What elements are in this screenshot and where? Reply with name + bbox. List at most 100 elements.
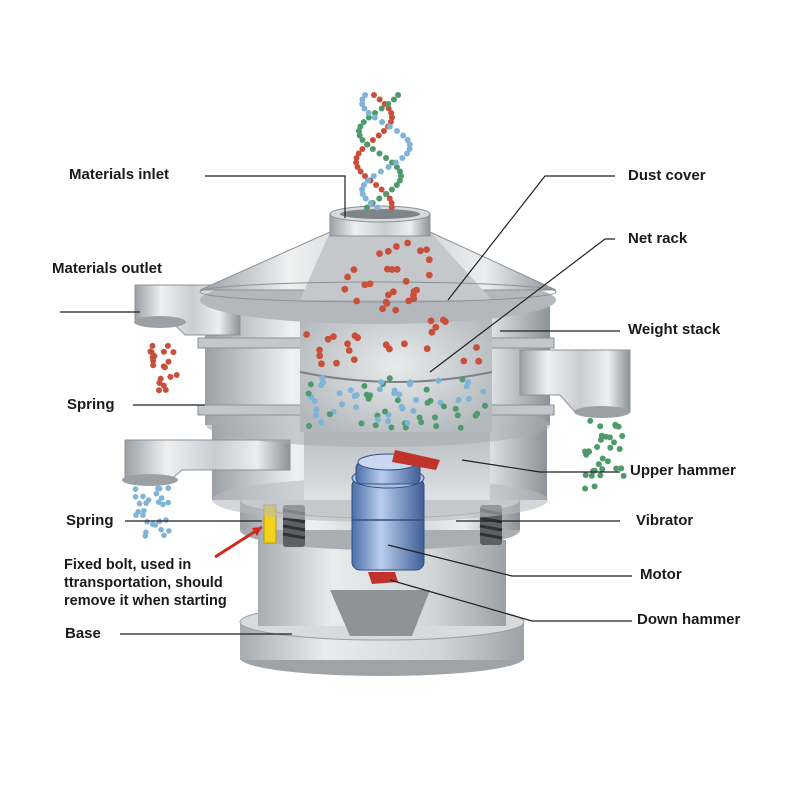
particle <box>619 433 626 439</box>
label-materials-inlet: Materials inlet <box>69 166 170 183</box>
particle <box>361 105 368 112</box>
particle <box>427 317 435 325</box>
particle <box>367 200 374 206</box>
particle <box>437 399 444 406</box>
particle <box>423 345 431 353</box>
particle <box>597 436 604 443</box>
materials-inlet-pipe <box>329 205 431 237</box>
particle <box>158 495 165 501</box>
particle <box>390 288 397 296</box>
label-spring-upper: Spring <box>67 396 115 413</box>
particle <box>389 114 395 121</box>
particle <box>165 499 171 506</box>
particle <box>359 137 366 143</box>
particle <box>306 423 312 429</box>
base-body <box>239 540 525 676</box>
particle <box>166 528 172 534</box>
particle <box>597 472 604 479</box>
upper-hammer <box>392 450 440 470</box>
particle <box>413 286 420 294</box>
particle <box>588 472 595 479</box>
particle <box>344 273 351 281</box>
particle <box>427 397 434 404</box>
particle <box>380 128 387 134</box>
particle <box>339 401 345 408</box>
particle <box>375 132 382 139</box>
particle <box>316 346 323 354</box>
particle <box>472 412 479 419</box>
particle <box>373 182 380 188</box>
particle <box>359 96 366 103</box>
particle <box>378 186 385 193</box>
particle <box>410 295 418 302</box>
particle <box>156 387 162 394</box>
particle <box>375 416 382 423</box>
particle <box>360 182 367 188</box>
particle <box>455 397 462 403</box>
particle <box>303 331 310 338</box>
particle <box>394 128 400 134</box>
particle <box>144 519 150 525</box>
particle <box>353 404 360 411</box>
particle <box>595 461 602 468</box>
particle <box>385 291 392 299</box>
particle <box>382 191 389 197</box>
particle <box>382 298 390 306</box>
particle <box>386 375 393 382</box>
particle <box>357 123 364 130</box>
particle <box>150 353 157 359</box>
particle <box>376 96 383 103</box>
particle <box>425 256 433 264</box>
particle <box>359 191 366 197</box>
particle <box>379 119 386 125</box>
particle <box>423 386 430 393</box>
particle <box>385 418 392 425</box>
particle <box>376 150 383 157</box>
particle <box>377 168 384 175</box>
particle <box>385 105 392 112</box>
particle <box>350 266 358 273</box>
dust-cover <box>199 231 557 324</box>
particle <box>402 277 410 285</box>
particle <box>385 101 392 107</box>
particle <box>399 155 406 161</box>
particle <box>351 332 359 340</box>
particle <box>594 444 601 450</box>
particle <box>387 119 394 125</box>
particle <box>307 381 314 388</box>
particle <box>317 419 324 426</box>
particle <box>396 391 403 398</box>
particle <box>376 250 383 257</box>
label-dust-cover: Dust cover <box>628 167 706 184</box>
particle <box>359 146 366 152</box>
particle <box>404 420 411 426</box>
particle <box>366 280 374 288</box>
particle <box>173 372 180 378</box>
particle <box>404 137 411 143</box>
particle <box>406 381 413 388</box>
label-net-rack: Net rack <box>628 230 688 247</box>
particle <box>382 408 388 415</box>
particle <box>611 439 617 446</box>
particle <box>313 412 320 419</box>
particle <box>386 123 393 130</box>
particle <box>599 455 606 462</box>
particle <box>585 448 592 455</box>
particle <box>418 419 425 426</box>
particle <box>164 342 171 349</box>
particle <box>313 406 320 413</box>
particle <box>404 150 410 157</box>
particle <box>386 195 393 202</box>
particle <box>356 128 362 134</box>
particle <box>156 485 163 492</box>
particle <box>396 177 403 184</box>
particle <box>376 386 383 393</box>
particle <box>369 137 376 143</box>
particle <box>613 465 620 472</box>
particle <box>324 335 332 343</box>
particle <box>143 529 149 536</box>
particle <box>165 358 172 365</box>
particle <box>400 132 407 139</box>
particle <box>435 377 442 384</box>
